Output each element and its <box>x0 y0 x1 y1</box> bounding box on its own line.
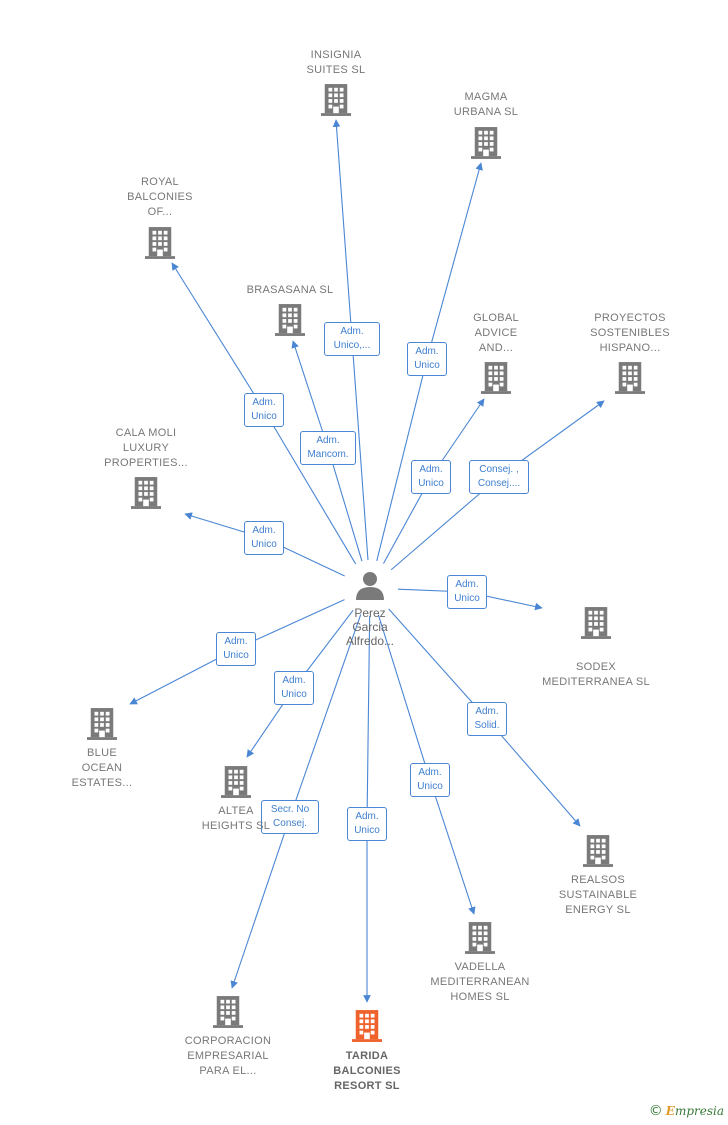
edge-label-global[interactable]: Adm. Unico <box>411 460 451 494</box>
person-icon[interactable] <box>356 572 384 600</box>
person-name[interactable]: Perez Garcia Alfredo... <box>345 606 395 648</box>
edge-label-blue[interactable]: Adm. Unico <box>216 632 256 666</box>
building-icon-tarida[interactable] <box>352 1010 382 1042</box>
company-label-blue[interactable]: BLUE OCEAN ESTATES... <box>71 747 133 789</box>
building-icon-realsos[interactable] <box>583 835 613 867</box>
building-icon-altea[interactable] <box>221 766 251 798</box>
edge-label-magma[interactable]: Adm. Unico <box>407 342 447 376</box>
building-icon-insignia[interactable] <box>321 84 351 116</box>
building-icon-vadella[interactable] <box>465 922 495 954</box>
empresia-watermark: ©Empresia <box>649 1103 724 1119</box>
edge-label-realsos[interactable]: Adm. Solid. <box>467 702 507 736</box>
building-icon-global[interactable] <box>481 362 511 394</box>
edge-label-brasasana[interactable]: Adm. Mancom. <box>300 431 356 465</box>
edge-label-tarida[interactable]: Adm. Unico <box>347 807 387 841</box>
building-icon-brasasana[interactable] <box>275 304 305 336</box>
company-label-royal[interactable]: ROYAL BALCONIES OF... <box>127 176 193 218</box>
edge-label-cala[interactable]: Adm. Unico <box>244 521 284 555</box>
company-label-global[interactable]: GLOBAL ADVICE AND... <box>473 312 519 354</box>
edge-label-altea[interactable]: Adm. Unico <box>274 671 314 705</box>
brand-name: mpresia <box>674 1104 724 1118</box>
edge-label-insignia[interactable]: Adm. Unico,... <box>324 322 380 356</box>
company-label-altea[interactable]: ALTEA HEIGHTS SL <box>201 805 271 832</box>
company-label-magma[interactable]: MAGMA URBANA SL <box>453 91 519 118</box>
company-label-tarida[interactable]: TARIDA BALCONIES RESORT SL <box>333 1050 401 1092</box>
edge-label-proyectos[interactable]: Consej. , Consej.... <box>469 460 529 494</box>
company-label-cala[interactable]: CALA MOLI LUXURY PROPERTIES... <box>104 427 188 469</box>
company-label-corporacion[interactable]: CORPORACION EMPRESARIAL PARA EL... <box>184 1035 272 1077</box>
edge-label-corporacion[interactable]: Secr. No Consej. <box>261 800 319 834</box>
building-icon-sodex[interactable] <box>581 607 611 639</box>
building-icon-royal[interactable] <box>145 227 175 259</box>
copyright-icon: © <box>648 1103 663 1119</box>
company-label-sodex[interactable]: SODEX MEDITERRANEA SL <box>542 661 650 688</box>
company-label-proyectos[interactable]: PROYECTOS SOSTENIBLES HISPANO... <box>590 312 670 354</box>
company-label-realsos[interactable]: REALSOS SUSTAINABLE ENERGY SL <box>558 874 638 916</box>
brand-initial: E <box>665 1104 675 1118</box>
building-icon-cala[interactable] <box>131 477 161 509</box>
building-icon-magma[interactable] <box>471 127 501 159</box>
building-icon-blue[interactable] <box>87 708 117 740</box>
edge-label-sodex[interactable]: Adm. Unico <box>447 575 487 609</box>
edge-label-royal[interactable]: Adm. Unico <box>244 393 284 427</box>
company-label-insignia[interactable]: INSIGNIA SUITES SL <box>306 49 366 76</box>
building-icon-proyectos[interactable] <box>615 362 645 394</box>
company-label-brasasana[interactable]: BRASASANA SL <box>246 284 334 296</box>
building-icon-corporacion[interactable] <box>213 996 243 1028</box>
company-label-vadella[interactable]: VADELLA MEDITERRANEAN HOMES SL <box>430 961 530 1003</box>
edge-label-vadella[interactable]: Adm. Unico <box>410 763 450 797</box>
